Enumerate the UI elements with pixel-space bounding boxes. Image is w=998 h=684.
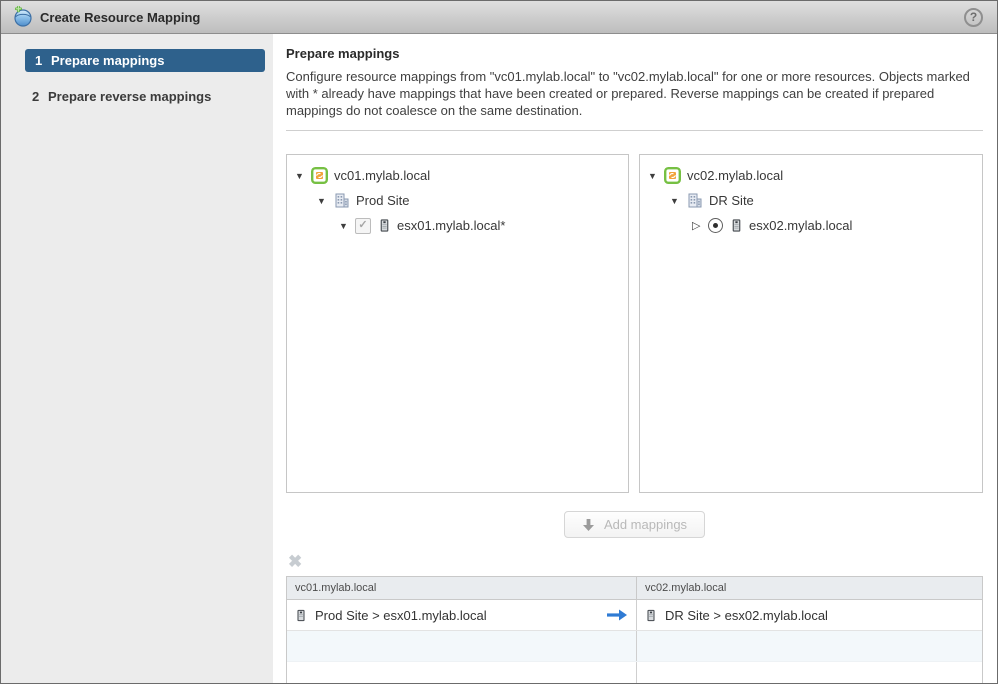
expander-down-icon[interactable]: ▼ <box>295 170 304 181</box>
tree-node-prod-site[interactable]: ▼ Prod Site <box>287 188 628 213</box>
expander-down-icon[interactable]: ▼ <box>339 220 348 231</box>
remove-mapping-button[interactable]: ✖ <box>288 552 312 572</box>
actions-row: Add mappings <box>286 511 983 538</box>
vcenter-icon <box>311 167 328 184</box>
source-tree-panel: ▼ vc01.mylab.local ▼ <box>286 154 629 493</box>
step-label: Prepare reverse mappings <box>48 89 212 104</box>
target-tree-panel: ▼ vc02.mylab.local ▼ <box>639 154 983 493</box>
table-empty-row <box>287 662 982 683</box>
mapping-arrow-icon <box>607 609 627 621</box>
tree-panels: ▼ vc01.mylab.local ▼ <box>286 154 983 493</box>
host-icon <box>297 609 305 621</box>
add-mappings-label: Add mappings <box>603 517 688 532</box>
tree-node-label: esx01.mylab.local* <box>397 218 506 233</box>
mapping-source-label: Prod Site > esx01.mylab.local <box>315 607 487 623</box>
step-number: 2 <box>32 89 40 104</box>
tree-node-label: vc01.mylab.local <box>334 168 431 183</box>
expander-down-icon[interactable]: ▼ <box>670 195 679 206</box>
section-heading: Prepare mappings <box>286 46 400 61</box>
mapping-row[interactable]: Prod Site > esx01.mylab.local <box>287 600 982 631</box>
expander-right-icon[interactable]: ▷ <box>692 220 701 232</box>
mappings-table: vc01.mylab.local vc02.mylab.local Prod S… <box>286 576 983 683</box>
tree-node-dr-site[interactable]: ▼ DR Site <box>640 188 982 213</box>
vcenter-icon <box>664 167 681 184</box>
radio-selected[interactable] <box>708 218 723 233</box>
checkbox-checked-disabled[interactable]: ✓ <box>355 217 371 234</box>
dialog-titlebar: Create Resource Mapping ? <box>1 1 997 34</box>
column-header-target: vc02.mylab.local <box>645 582 727 594</box>
tree-node-label: esx02.mylab.local <box>749 218 853 233</box>
step-label: Prepare mappings <box>51 53 165 68</box>
dialog-body: 1 Prepare mappings 2 Prepare reverse map… <box>1 34 997 683</box>
tree-node-esx02[interactable]: ▷ esx02.mylab.local <box>640 213 982 238</box>
host-icon <box>732 219 741 232</box>
section-description: Configure resource mappings from "vc01.m… <box>286 69 970 118</box>
add-mappings-button[interactable]: Add mappings <box>563 511 706 538</box>
tree-node-label: DR Site <box>709 193 754 208</box>
expander-down-icon[interactable]: ▼ <box>648 170 657 181</box>
tree-node-esx01[interactable]: ▼ ✓ esx01.mylab.local* <box>287 213 628 238</box>
step-prepare-mappings[interactable]: 1 Prepare mappings <box>25 49 265 72</box>
mappings-table-header: vc01.mylab.local vc02.mylab.local <box>287 577 982 600</box>
table-empty-row <box>287 631 982 662</box>
mapping-source-cell: Prod Site > esx01.mylab.local <box>287 600 637 630</box>
page-title: Create Resource Mapping <box>40 9 201 25</box>
mapping-target-label: DR Site > esx02.mylab.local <box>665 607 828 623</box>
tree-node-vc01[interactable]: ▼ vc01.mylab.local <box>287 163 628 188</box>
mapping-target-cell: DR Site > esx02.mylab.local <box>637 600 982 630</box>
host-icon <box>647 609 655 621</box>
column-header-source: vc01.mylab.local <box>287 577 637 599</box>
datacenter-icon <box>335 193 349 208</box>
tree-node-label: Prod Site <box>356 193 410 208</box>
datacenter-icon <box>688 193 702 208</box>
expander-down-icon[interactable]: ▼ <box>317 195 326 206</box>
step-prepare-reverse-mappings[interactable]: 2 Prepare reverse mappings <box>32 85 273 108</box>
step-number: 1 <box>35 53 43 68</box>
down-arrow-icon <box>582 518 594 531</box>
help-button[interactable]: ? <box>964 7 983 27</box>
wizard-steps-sidebar: 1 Prepare mappings 2 Prepare reverse map… <box>1 34 273 683</box>
tree-node-vc02[interactable]: ▼ vc02.mylab.local <box>640 163 982 188</box>
host-icon <box>380 219 389 232</box>
main-content: Prepare mappings Configure resource mapp… <box>273 34 997 683</box>
tree-node-label: vc02.mylab.local <box>687 168 784 183</box>
resource-mapping-icon <box>14 6 32 27</box>
section-divider <box>286 130 983 131</box>
